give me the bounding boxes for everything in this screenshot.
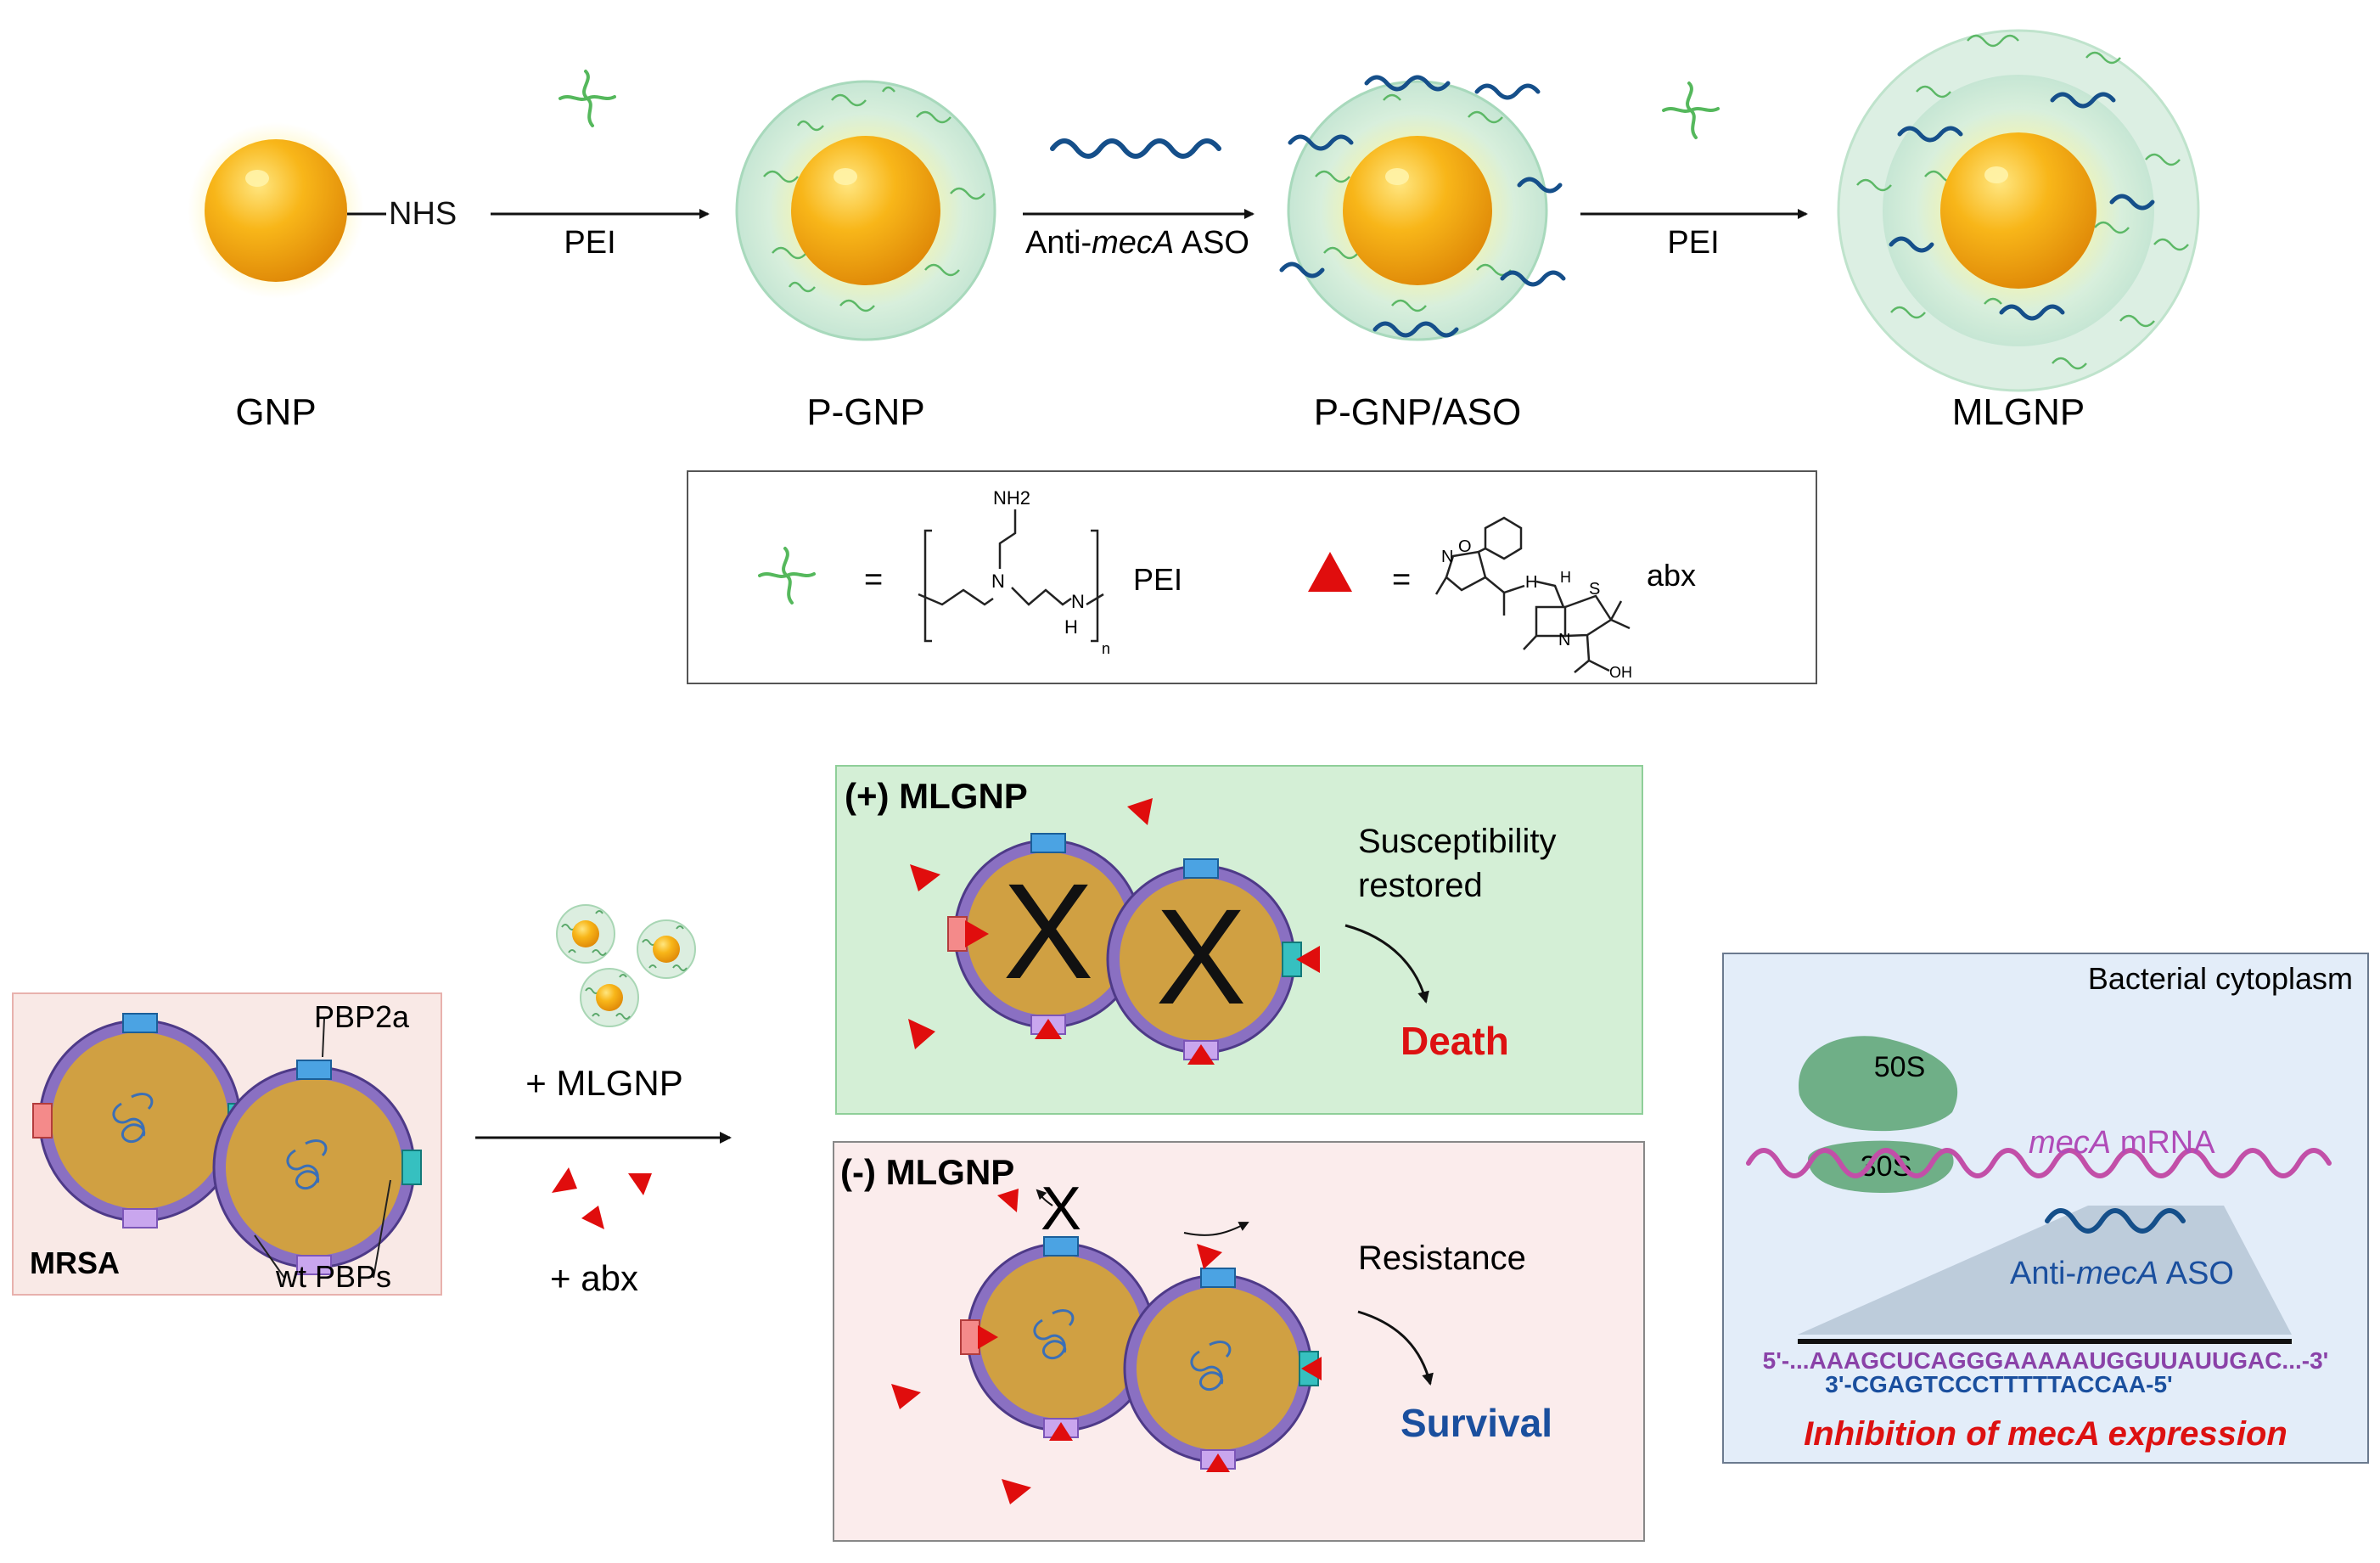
cytoplasm-caption: Inhibition of mecA expression [1804, 1415, 2287, 1453]
abx-o: O [1458, 537, 1472, 556]
pei-nh: N [1071, 591, 1085, 612]
synthesis-scheme: NHS PEI Anti-mecA ASO [188, 29, 2200, 433]
anti-meca-aso-label: Anti-mecA ASO [2010, 1256, 2234, 1291]
abx-oh: OH [1609, 664, 1632, 681]
meca-mrna-label: mecA mRNA [2029, 1125, 2215, 1161]
gnp-particle [188, 122, 364, 299]
minus-outcome-arrow [1357, 1310, 1434, 1386]
mlgnp-mini-3 [580, 968, 639, 1027]
particle-label-gnp: GNP [235, 391, 316, 433]
abx-legend-triangle [1308, 552, 1352, 592]
dead-mark-1: X [1003, 855, 1094, 1007]
pei-structure [918, 509, 1104, 643]
step1-reagent: PEI [564, 225, 615, 261]
p-gnp-aso-particle [1279, 75, 1566, 341]
treatment-step: + MLGNP + abx [475, 904, 732, 1298]
abx-triangle-3 [628, 1173, 652, 1195]
mrsa-cell-2 [212, 1060, 422, 1275]
plus-abx-3 [908, 1019, 935, 1049]
minus-block-mark: X [1041, 1175, 1081, 1243]
mlgnp-particle [1837, 29, 2200, 392]
cytoplasm-panel: Bacterial cytoplasm 50S 30S mecA mRNA An… [1722, 953, 2369, 1464]
aso-icon-step2 [1050, 138, 1221, 159]
pei-subscript-n: n [1102, 640, 1110, 657]
plus-abx-2 [910, 864, 940, 891]
mlgnp-mini-2 [637, 919, 696, 979]
treatment-abx-label: + abx [550, 1258, 638, 1298]
plus-panel-title: (+) MLGNP [845, 776, 1028, 816]
minus-panel-outcome: Survival [1400, 1401, 1552, 1445]
plus-outcome-arrow [1344, 924, 1429, 1004]
ribosome-50s [1799, 1036, 1958, 1132]
anti-meca-aso-strand [2045, 1208, 2186, 1234]
abx-hn: H [1525, 573, 1537, 592]
plus-abx-1 [1127, 798, 1153, 825]
aso-sequence: 3'-CGAGTCCCTTTTTACCAA-5' [1825, 1371, 2172, 1397]
step3-reagent: PEI [1667, 225, 1719, 261]
pei-n: N [991, 571, 1005, 592]
ribosome-50s-label: 50S [1874, 1051, 1926, 1083]
dead-mark-2: X [1156, 880, 1247, 1032]
minus-abx-4 [1002, 1479, 1031, 1504]
abx-triangle-1 [552, 1167, 577, 1193]
mrsa-panel: PBP2a wt PBPs MRSA [12, 992, 442, 1296]
abx-h: H [1560, 569, 1571, 586]
plus-mlgnp-panel: (+) MLGNP X X Susceptibility restored [835, 765, 1643, 1115]
meca-mrna-strand [1746, 1148, 2332, 1178]
mrsa-cell-1 [32, 1013, 248, 1228]
abx-s: S [1589, 580, 1600, 599]
zoom-cone [1798, 1206, 2292, 1335]
ribosome-30s [1808, 1140, 1954, 1193]
mrsa-label: MRSA [30, 1245, 120, 1280]
pei-legend-label: PEI [1133, 562, 1182, 597]
pbp2a-label: PBP2a [314, 999, 410, 1034]
plus-panel-note-line2: restored [1358, 867, 1483, 904]
minus-panel-title: (-) MLGNP [840, 1152, 1014, 1192]
treatment-mlgnp-label: + MLGNP [525, 1063, 683, 1103]
nhs-label: NHS [389, 196, 457, 232]
minus-abx-2 [1197, 1244, 1222, 1269]
minus-mlgnp-panel: (-) MLGNP X Resistance [833, 1141, 1645, 1542]
legend-box: = NH2 N N H n PEI = [687, 470, 1817, 684]
abx-ring-n: N [1558, 631, 1570, 649]
plus-panel-note-line1: Susceptibility [1358, 823, 1556, 860]
abx-structure [1434, 516, 1631, 673]
plus-dead-cell-2: X [1106, 858, 1320, 1065]
cytoplasm-title: Bacterial cytoplasm [2088, 961, 2353, 996]
plus-panel-outcome: Death [1400, 1019, 1509, 1063]
legend-equals-pei: = [864, 562, 883, 598]
particle-label-mlgnp: MLGNP [1952, 391, 2085, 433]
pei-icon-step1 [559, 70, 616, 127]
pei-nh2: NH2 [993, 487, 1030, 509]
mrna-sequence: 5'-...AAAGCUCAGGGAAAAAUGGUUAUUGAC...-3' [1763, 1347, 2329, 1374]
pei-h: H [1064, 616, 1078, 638]
minus-live-cell-1 [960, 1236, 1162, 1441]
minus-abx-3 [891, 1384, 921, 1409]
minus-abx-1 [997, 1189, 1019, 1212]
wt-pbps-label: wt PBPs [275, 1259, 391, 1294]
abx-legend-label: abx [1647, 558, 1696, 593]
minus-panel-note: Resistance [1358, 1240, 1526, 1277]
legend-equals-abx: = [1392, 562, 1411, 598]
abx-triangle-2 [581, 1206, 604, 1229]
abx-n: N [1441, 548, 1453, 566]
minus-live-cell-2 [1123, 1268, 1322, 1472]
p-gnp-particle [735, 80, 996, 341]
particle-label-p-gnp: P-GNP [806, 391, 924, 433]
step2-reagent: Anti-mecA ASO [1025, 225, 1249, 261]
pei-icon-step3 [1662, 82, 1720, 139]
particle-label-p-gnp-aso: P-GNP/ASO [1314, 391, 1522, 433]
mlgnp-mini-1 [556, 904, 615, 964]
